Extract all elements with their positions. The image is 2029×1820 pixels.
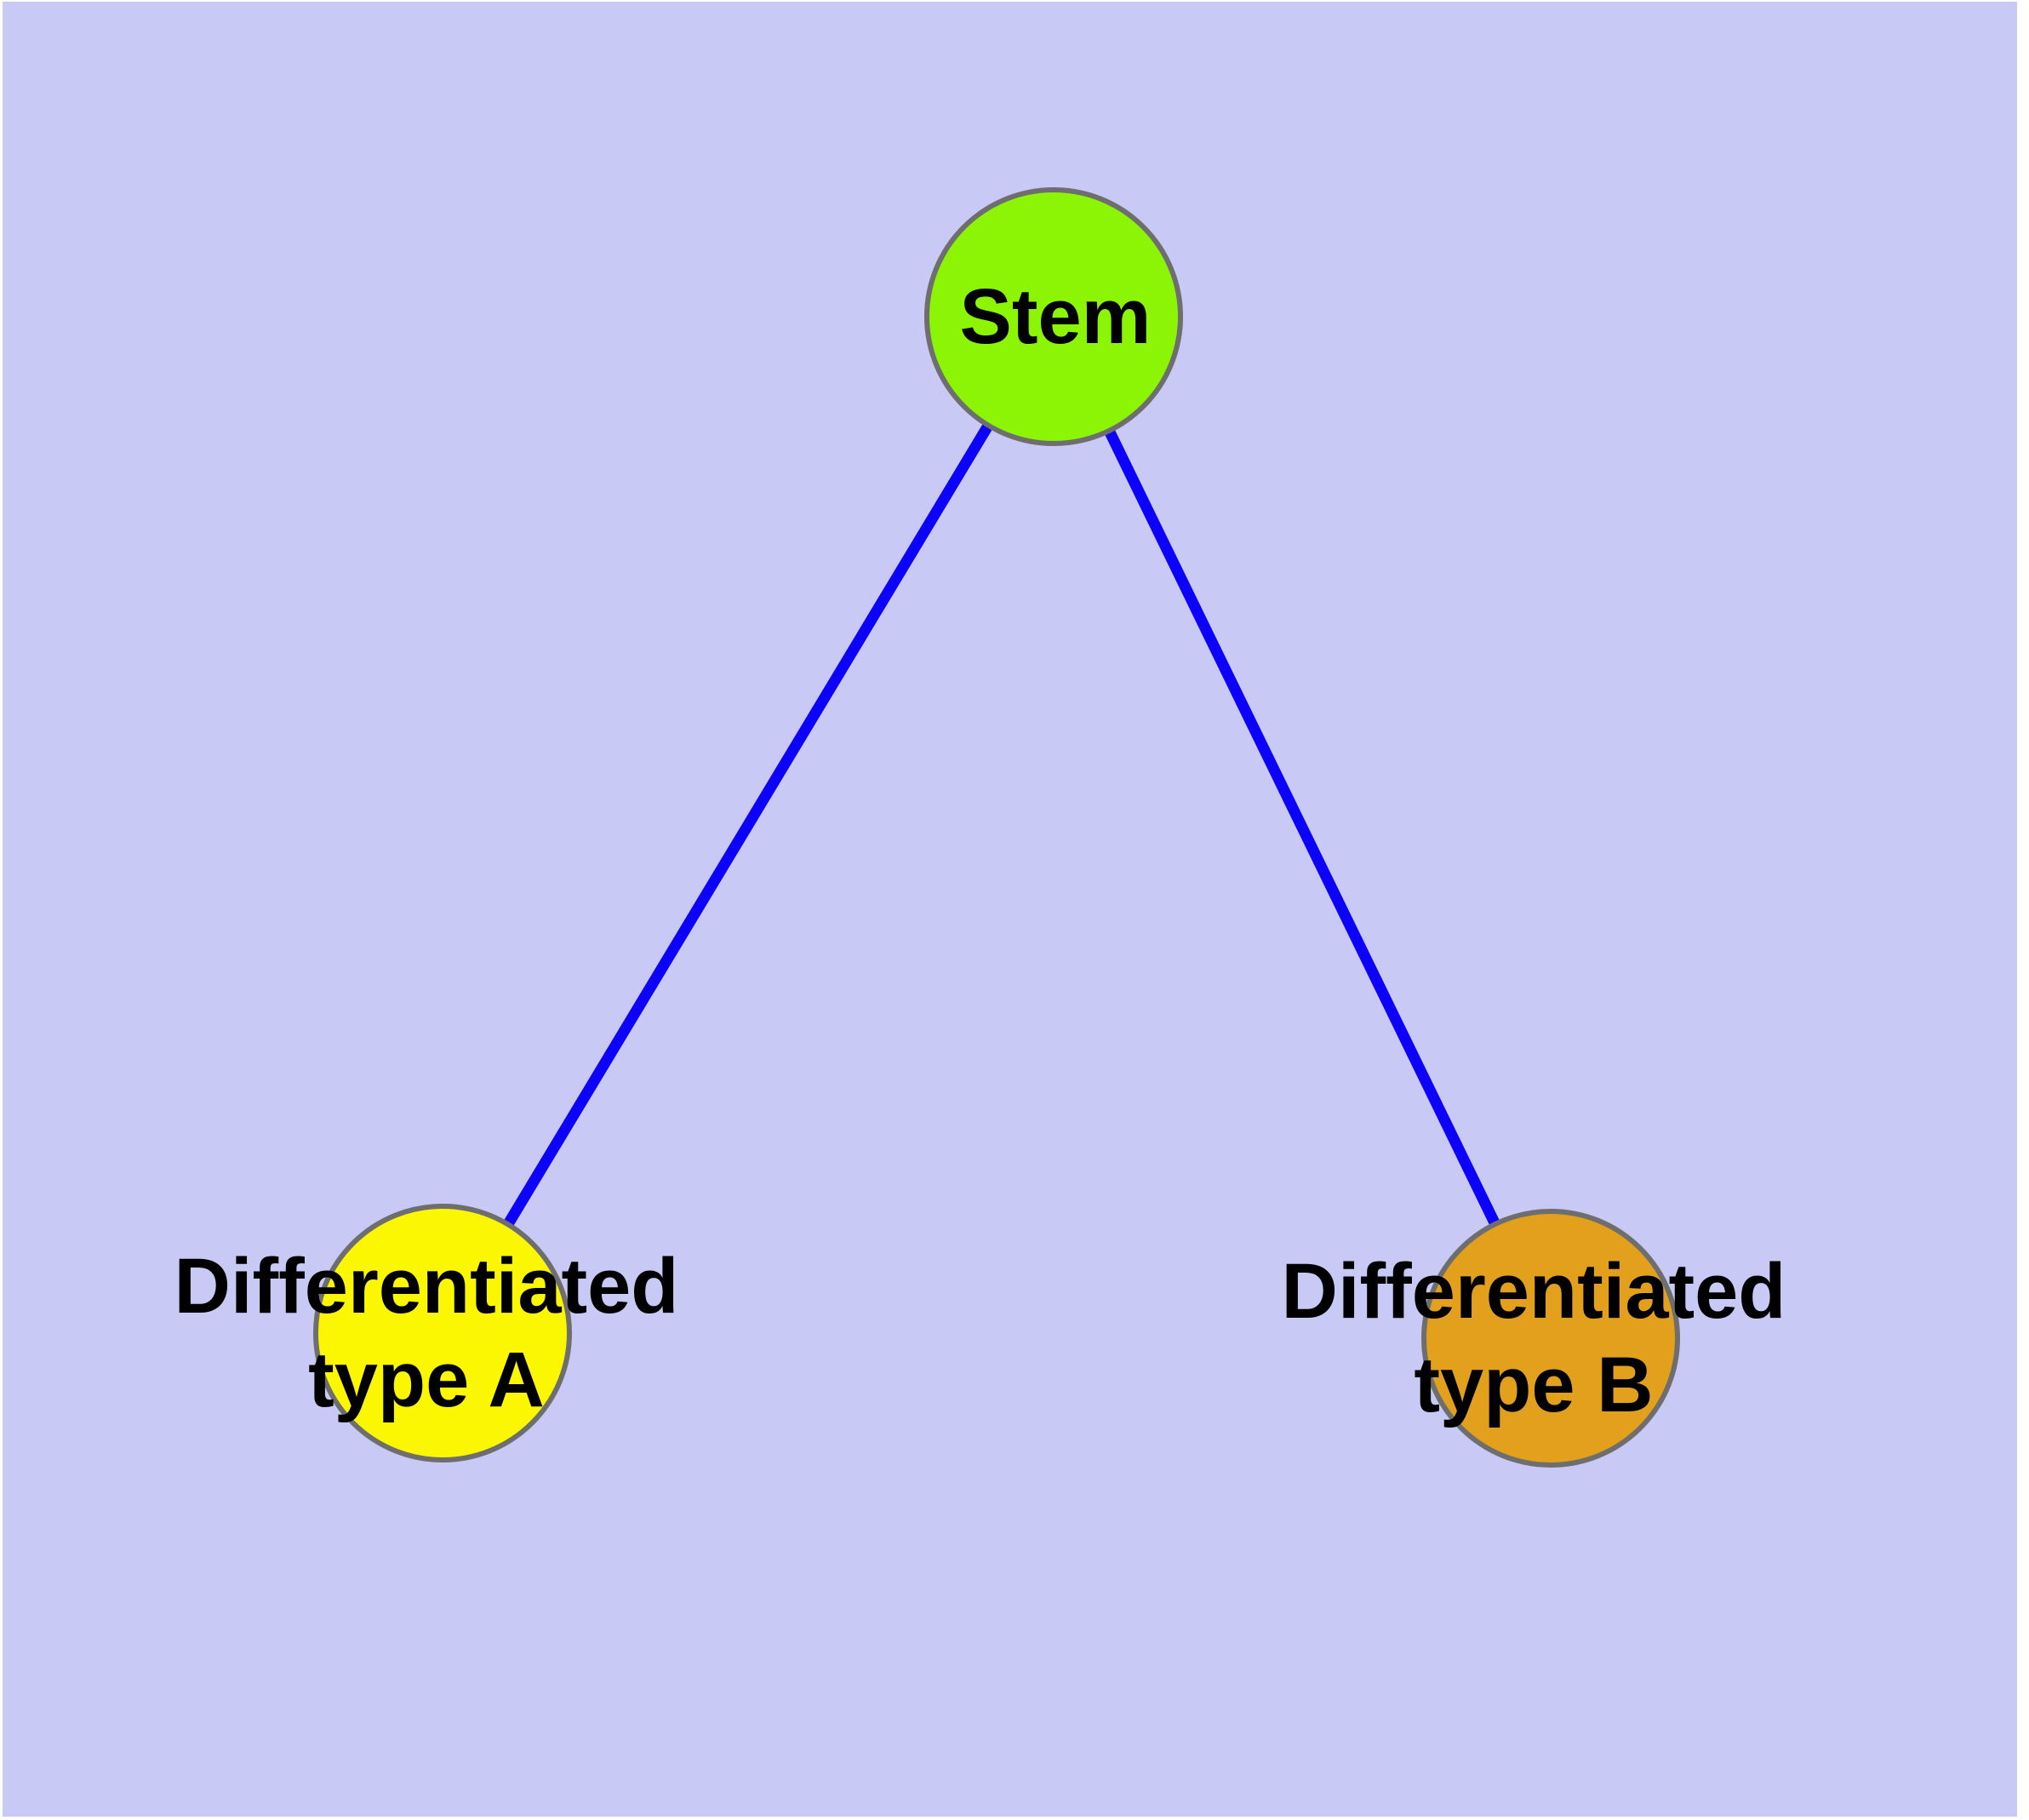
node-stem: [924, 187, 1183, 446]
edge-stem-to-type-a: [437, 313, 1059, 1336]
node-differentiated-type-a: [313, 1204, 572, 1462]
node-differentiated-type-b: [1421, 1209, 1680, 1468]
edge-stem-to-type-b: [1049, 314, 1556, 1341]
